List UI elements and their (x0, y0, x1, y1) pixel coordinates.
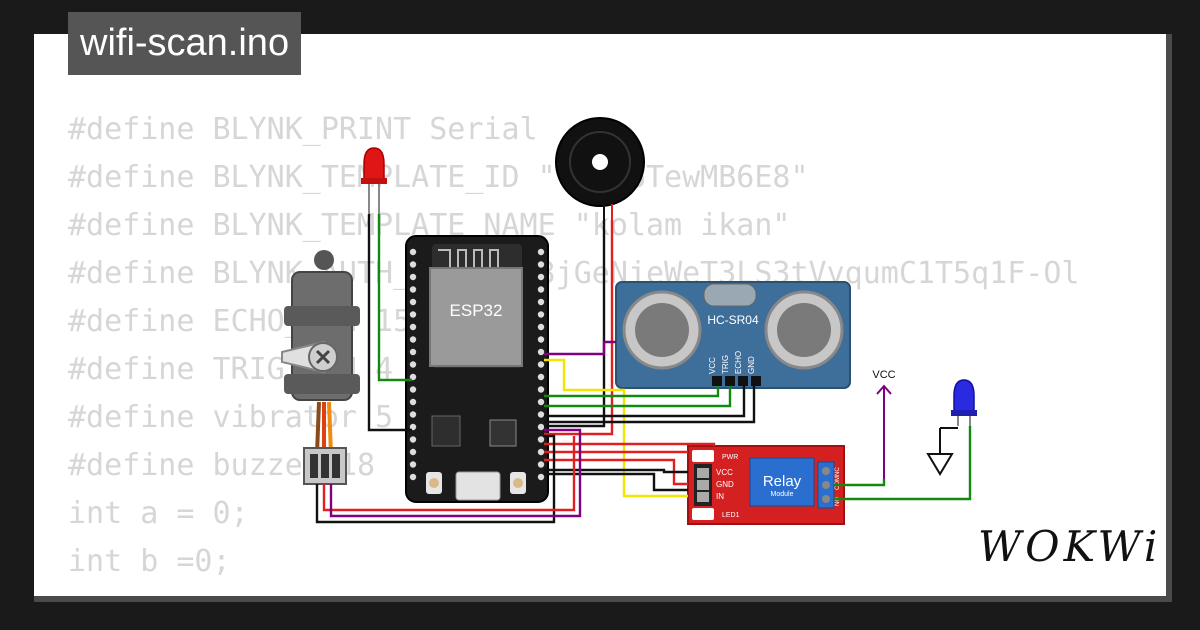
sensor-pin-label: GND (747, 356, 756, 374)
servo-motor[interactable] (281, 250, 360, 485)
relay-sub-label: Module (771, 491, 794, 498)
code-line: int jarakAir = 25; (68, 586, 1079, 596)
esp32-pin (409, 448, 417, 456)
buzzer[interactable] (555, 117, 645, 220)
vcc-symbol: VCC (872, 369, 896, 479)
esp32-pin (537, 298, 545, 306)
esp32-pin (537, 361, 545, 368)
relay-module[interactable]: PWR LED1 VCC GND IN Relay Module NC COM … (687, 445, 845, 525)
esp32-pin (409, 286, 417, 293)
wires (315, 214, 972, 524)
esp32-pin (409, 323, 417, 331)
esp32-pin (537, 436, 545, 443)
esp32-pin (537, 286, 545, 293)
sensor-pin-label: TRIG (721, 355, 730, 374)
code-line: int b =0; (68, 544, 231, 579)
esp32-pin (409, 336, 417, 343)
esp32-pin (537, 448, 545, 456)
relay-pin-label: IN (716, 492, 724, 501)
relay-out-label: NO (835, 497, 841, 506)
relay-pin-label: GND (716, 480, 734, 489)
esp32-pin (537, 336, 545, 343)
esp32-pin (537, 348, 545, 356)
esp32-pin (537, 273, 545, 281)
circuit-diagram: ESP32 HC-SR04 VCC TRIG ECHO GND (281, 117, 977, 525)
esp32-pin (409, 461, 417, 468)
esp32-pin (537, 411, 545, 418)
code-line: #define vibrator 5 (68, 400, 394, 435)
esp32-pin (537, 261, 545, 268)
esp32-pin-header (409, 248, 545, 481)
esp32-pin (409, 273, 417, 281)
code-line: int a = 0; (68, 496, 249, 531)
ground-symbol (926, 427, 958, 476)
esp32-pin (537, 311, 545, 318)
blue-led[interactable] (951, 379, 977, 426)
esp32-pin (409, 361, 417, 368)
code-line: #define BLYNK_TEMPLATE_NAME "kolam ikan" (68, 208, 791, 243)
esp32-pin (409, 261, 417, 268)
esp32-board[interactable]: ESP32 (405, 235, 549, 503)
esp32-label: ESP32 (450, 301, 503, 320)
file-title: wifi-scan.ino (68, 12, 302, 75)
esp32-pin (409, 298, 417, 306)
esp32-pin (409, 423, 417, 431)
red-led[interactable] (361, 147, 387, 214)
hc-sr04-sensor[interactable]: HC-SR04 VCC TRIG ECHO GND (615, 281, 851, 389)
esp32-pin (409, 386, 417, 393)
sensor-pin-label: ECHO (734, 351, 743, 374)
relay-pin-label: VCC (716, 468, 733, 477)
relay-led-label: LED1 (722, 512, 740, 519)
esp32-pin (409, 348, 417, 356)
esp32-pin (537, 461, 545, 468)
preview-panel: #define BLYNK_PRINT Serial #define BLYNK_… (34, 34, 1172, 602)
esp32-pin (537, 373, 545, 381)
code-line: #define BLYNK_PRINT Serial (68, 112, 538, 147)
relay-out-label: COM (835, 476, 841, 490)
esp32-pin (409, 473, 417, 481)
esp32-pin (537, 473, 545, 481)
esp32-pin (537, 323, 545, 331)
relay-label: Relay (763, 473, 802, 490)
esp32-pin (537, 398, 545, 406)
esp32-pin (409, 373, 417, 381)
esp32-pin (537, 386, 545, 393)
relay-out-label: NC (835, 467, 841, 476)
vcc-label: VCC (872, 369, 895, 381)
relay-pwr-label: PWR (722, 454, 738, 461)
sensor-label: HC-SR04 (707, 313, 759, 327)
esp32-pin (409, 436, 417, 443)
esp32-pin (537, 423, 545, 431)
esp32-pin (409, 411, 417, 418)
sensor-pin-label: VCC (708, 357, 717, 374)
esp32-pin (409, 398, 417, 406)
esp32-pin (537, 248, 545, 256)
esp32-pin (409, 311, 417, 318)
esp32-pin (409, 248, 417, 256)
wokwi-logo: WOKWi (978, 522, 1162, 571)
